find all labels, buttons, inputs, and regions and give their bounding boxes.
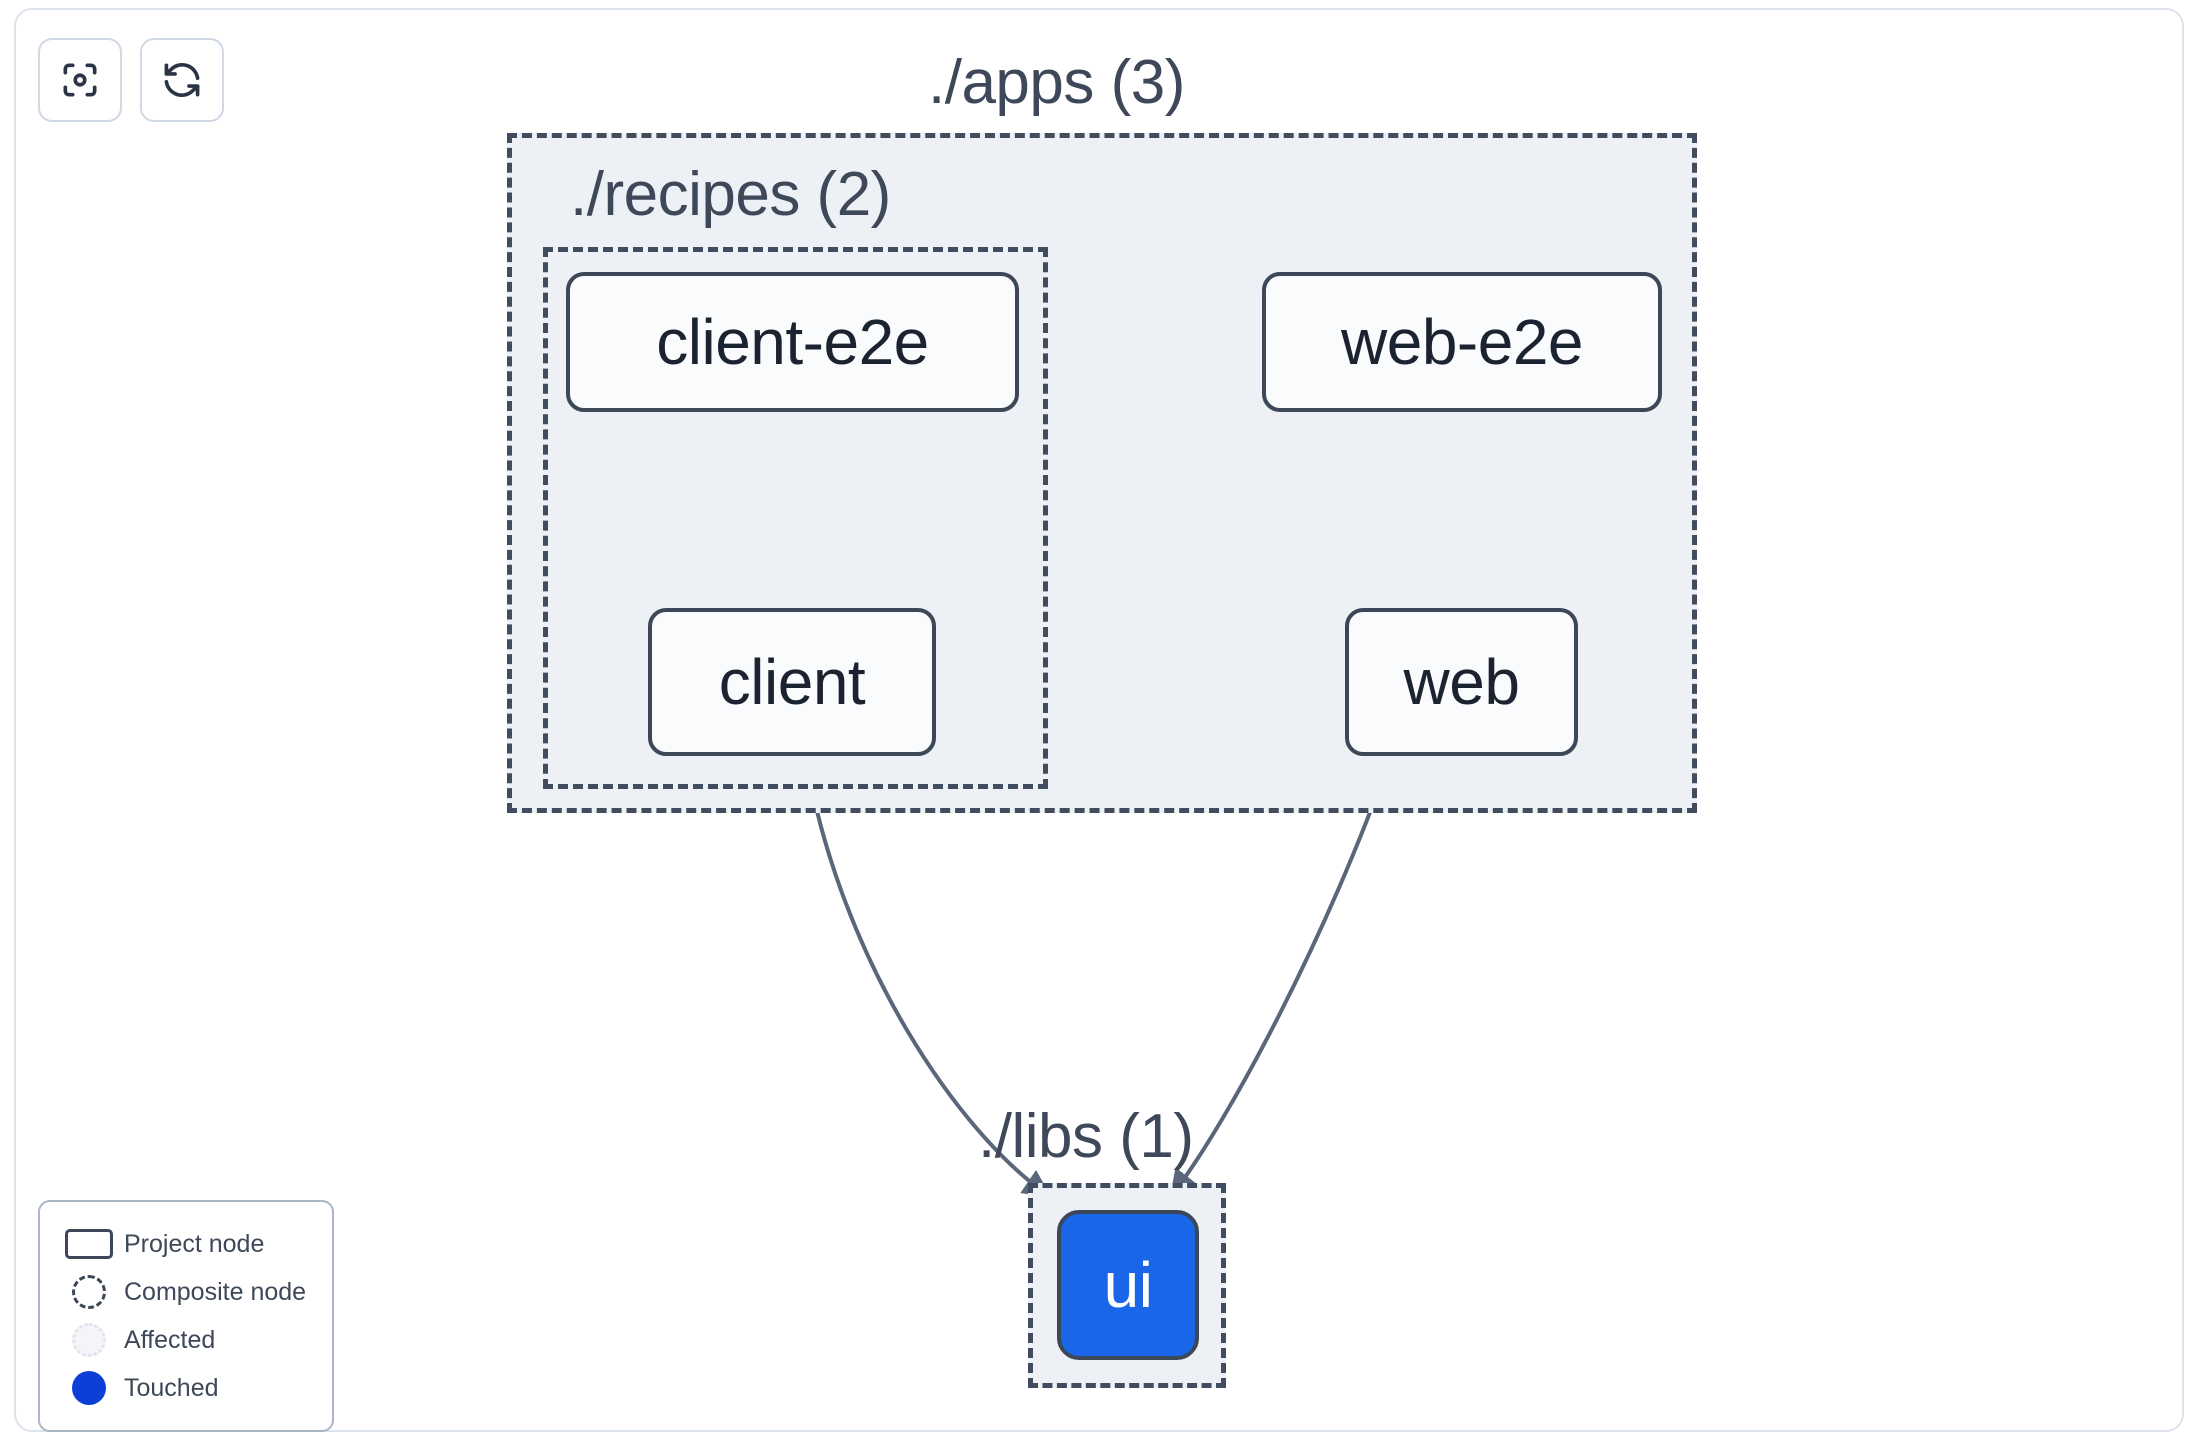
focus-graph-button[interactable] xyxy=(38,38,122,122)
node-label: web-e2e xyxy=(1341,306,1584,378)
composite-node-swatch xyxy=(60,1275,118,1309)
node-ui[interactable]: ui xyxy=(1057,1210,1199,1360)
node-client[interactable]: client xyxy=(648,608,936,756)
edge-client-to-ui[interactable] xyxy=(804,757,1052,1198)
legend-label: Affected xyxy=(124,1325,216,1354)
project-node-swatch xyxy=(60,1229,118,1259)
affected-swatch xyxy=(60,1323,118,1357)
refresh-icon xyxy=(160,58,204,102)
legend-item-touched: Touched xyxy=(60,1364,312,1412)
node-web-e2e[interactable]: web-e2e xyxy=(1262,272,1662,412)
group-label-recipes: ./recipes (2) xyxy=(570,160,891,229)
legend-label: Project node xyxy=(124,1229,265,1258)
legend-item-composite-node: Composite node xyxy=(60,1268,312,1316)
node-client-e2e[interactable]: client-e2e xyxy=(566,272,1019,412)
node-label: client xyxy=(718,646,866,718)
touched-swatch xyxy=(60,1371,118,1405)
node-label: client-e2e xyxy=(656,306,929,378)
legend: Project node Composite node Affected Tou… xyxy=(38,1200,334,1432)
node-label: web xyxy=(1403,646,1520,718)
focus-icon xyxy=(58,58,102,102)
legend-label: Touched xyxy=(124,1373,219,1402)
legend-item-project-node: Project node xyxy=(60,1220,312,1268)
refresh-graph-button[interactable] xyxy=(140,38,224,122)
graph-toolbar xyxy=(38,38,224,122)
legend-item-affected: Affected xyxy=(60,1316,312,1364)
legend-label: Composite node xyxy=(124,1277,307,1306)
node-label: ui xyxy=(1103,1249,1153,1321)
group-label-apps: ./apps (3) xyxy=(928,48,1185,117)
group-label-libs: ./libs (1) xyxy=(978,1102,1194,1171)
node-web[interactable]: web xyxy=(1345,608,1578,756)
edge-web-to-ui[interactable] xyxy=(1169,757,1392,1199)
